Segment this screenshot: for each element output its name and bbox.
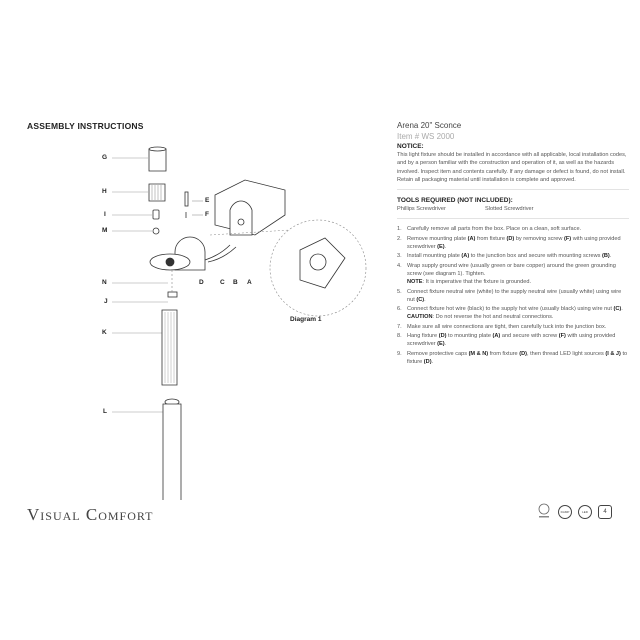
- step-number: 2.: [397, 235, 402, 242]
- step-number: 3.: [397, 253, 402, 260]
- step-number: 9.: [397, 350, 402, 357]
- part-label-l: L: [103, 408, 107, 415]
- item-number: Item # WS 2000: [397, 132, 455, 141]
- step-item: 3. Install mounting plate (A) to the junc…: [397, 252, 629, 260]
- etl-listed-icon: [538, 503, 550, 518]
- step-text: Remove mounting plate (A) from fixture (…: [407, 235, 621, 251]
- part-label-g: G: [102, 154, 108, 161]
- page-title: ASSEMBLY INSTRUCTIONS: [27, 121, 144, 131]
- steps-list: 1. Carefully remove all parts from the bo…: [397, 225, 629, 366]
- part-label-b: B: [233, 279, 238, 286]
- tools-heading: TOOLS REQUIRED (NOT INCLUDED):: [397, 197, 513, 205]
- step-item: 4. Wrap supply ground wire (usually green…: [397, 262, 629, 287]
- part-label-e: E: [205, 197, 210, 204]
- step-item: 5. Connect fixture neutral wire (white) t…: [397, 288, 629, 305]
- part-label-k: K: [102, 329, 107, 336]
- led-badge: LED: [578, 505, 592, 519]
- divider: [397, 189, 629, 191]
- step-text: Install mounting plate (A) to the juncti…: [407, 253, 612, 260]
- product-title: Arena 20" Sconce: [397, 121, 462, 130]
- step-note: NOTE: It is imperative that the fixture …: [407, 279, 532, 286]
- part-label-c: C: [220, 279, 225, 286]
- part-label-j: J: [104, 298, 108, 305]
- step-text: Make sure all wire connections are tight…: [407, 323, 607, 330]
- step-number: 8.: [397, 333, 402, 340]
- step-number: 4.: [397, 262, 402, 269]
- step-number: 5.: [397, 288, 402, 295]
- notice-text: This light fixture should be installed i…: [397, 152, 627, 183]
- step-text: Remove protective caps (M & N) from fixt…: [407, 350, 628, 365]
- divider: [397, 218, 629, 220]
- step-item: 9. Remove protective caps (M & N) from fi…: [397, 350, 629, 367]
- tool-phillips: Phillips Screwdriver: [397, 206, 446, 213]
- assembly-diagram: [112, 146, 367, 500]
- step-number: 1.: [397, 226, 402, 233]
- instructions-panel: Arena 20" Sconce Item # WS 2000 NOTICE: …: [397, 120, 629, 367]
- step-note: CAUTION: Do not reverse the hot and neut…: [407, 314, 554, 321]
- part-label-d: D: [199, 279, 204, 286]
- step-item: 7. Make sure all wire connections are tig…: [397, 323, 629, 331]
- step-text: Connect fixture hot wire (black) to the …: [407, 306, 623, 321]
- step-text: Connect fixture neutral wire (white) to …: [407, 288, 622, 303]
- part-label-m: M: [102, 227, 108, 234]
- part-label-n: N: [102, 279, 107, 286]
- damp-rated-badge: DAMP: [558, 505, 572, 519]
- step-item: 2. Remove mounting plate (A) from fixture…: [397, 235, 629, 252]
- count-badge: 4: [598, 505, 612, 519]
- step-item: 1. Carefully remove all parts from the bo…: [397, 225, 629, 233]
- step-item: 6. Connect fixture hot wire (black) to th…: [397, 305, 629, 322]
- step-number: 6.: [397, 306, 402, 313]
- notice-heading: NOTICE:: [397, 143, 424, 150]
- tool-slotted: Slotted Screwdriver: [485, 206, 534, 213]
- part-label-f: F: [205, 211, 209, 218]
- step-text: Wrap supply ground wire (usually green o…: [407, 262, 629, 287]
- step-number: 7.: [397, 323, 402, 330]
- brand-logo: Visual Comfort: [27, 505, 154, 524]
- step-text: Hang fixture (D) to mounting plate (A) a…: [407, 333, 616, 348]
- step-item: 8. Hang fixture (D) to mounting plate (A)…: [397, 332, 629, 349]
- diagram-caption: Diagram 1: [290, 316, 322, 323]
- part-label-a: A: [247, 279, 252, 286]
- part-label-h: H: [102, 188, 107, 195]
- step-text: Carefully remove all parts from the box.…: [407, 226, 582, 233]
- part-label-i: I: [104, 211, 106, 218]
